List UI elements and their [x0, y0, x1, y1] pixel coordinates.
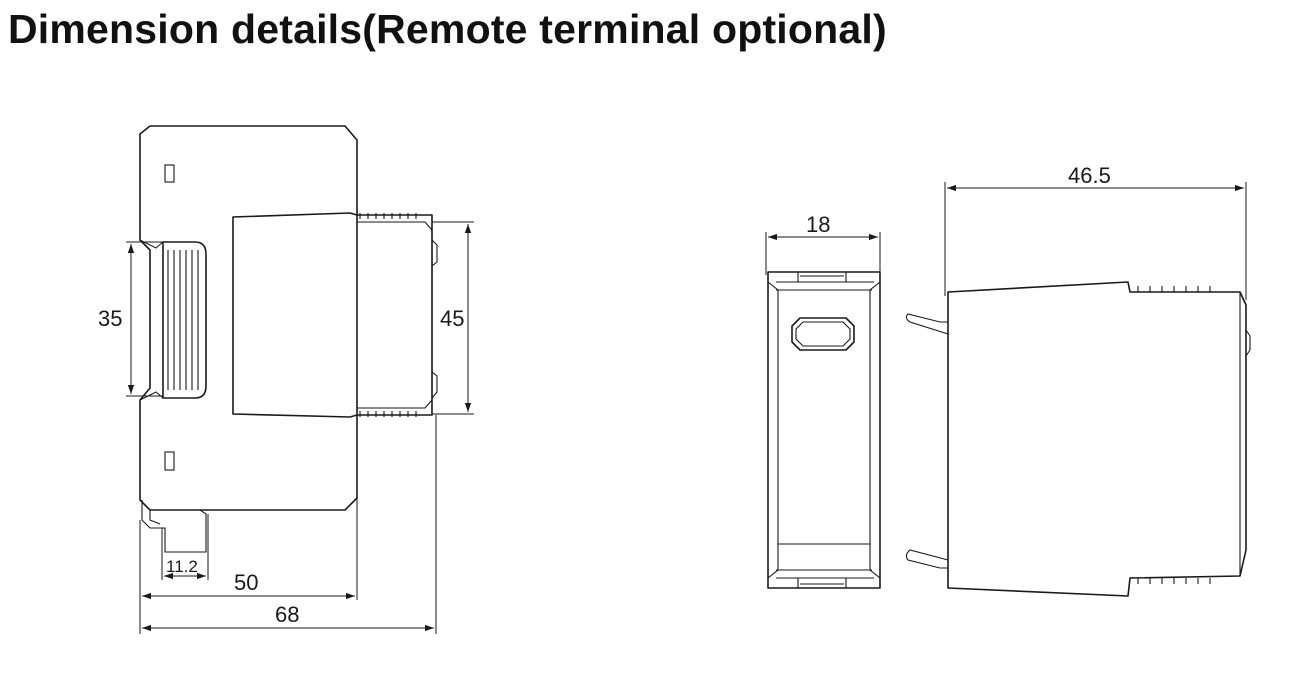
rear-right-cap [1239, 292, 1251, 576]
side-terminal [141, 500, 207, 553]
front-inner-right [869, 281, 881, 579]
dim-50-label: 50 [234, 570, 258, 595]
rear-view: 46.5 [905, 163, 1251, 597]
page-title: Dimension details(Remote terminal option… [8, 6, 887, 52]
side-right-cap [357, 221, 433, 409]
side-latch-top [139, 239, 164, 249]
front-view: 18 [765, 212, 881, 589]
side-housing-outline [139, 125, 433, 511]
front-housing-outline [767, 271, 881, 589]
rear-housing-outline [947, 281, 1247, 597]
rear-pin-top [905, 313, 949, 335]
side-view: 35 45 11.2 50 68 [98, 125, 474, 634]
side-front-hood [232, 212, 358, 418]
side-window-top [164, 164, 175, 183]
front-inner-left [767, 281, 779, 579]
dim-35-label: 35 [98, 306, 122, 331]
side-top-ribs [359, 213, 417, 417]
front-handle [791, 317, 855, 351]
dim-45-label: 45 [440, 306, 464, 331]
rear-bottom-ribs [1137, 578, 1211, 584]
rear-top-ribs [1137, 286, 1211, 292]
rear-pin-bottom [905, 549, 949, 569]
front-handle-inner [795, 321, 851, 347]
dim-68-label: 68 [275, 602, 299, 627]
side-window-bottom [164, 451, 175, 471]
side-right-cap-inner [431, 239, 438, 399]
dim-46-5-label: 46.5 [1068, 163, 1111, 188]
side-din-clip-ribs [167, 250, 199, 390]
side-din-clip [162, 241, 207, 399]
front-bottom-band [776, 543, 874, 588]
dim-18-label: 18 [806, 212, 830, 237]
dim-11-2-label: 11.2 [166, 557, 198, 576]
front-top-band [776, 272, 874, 291]
